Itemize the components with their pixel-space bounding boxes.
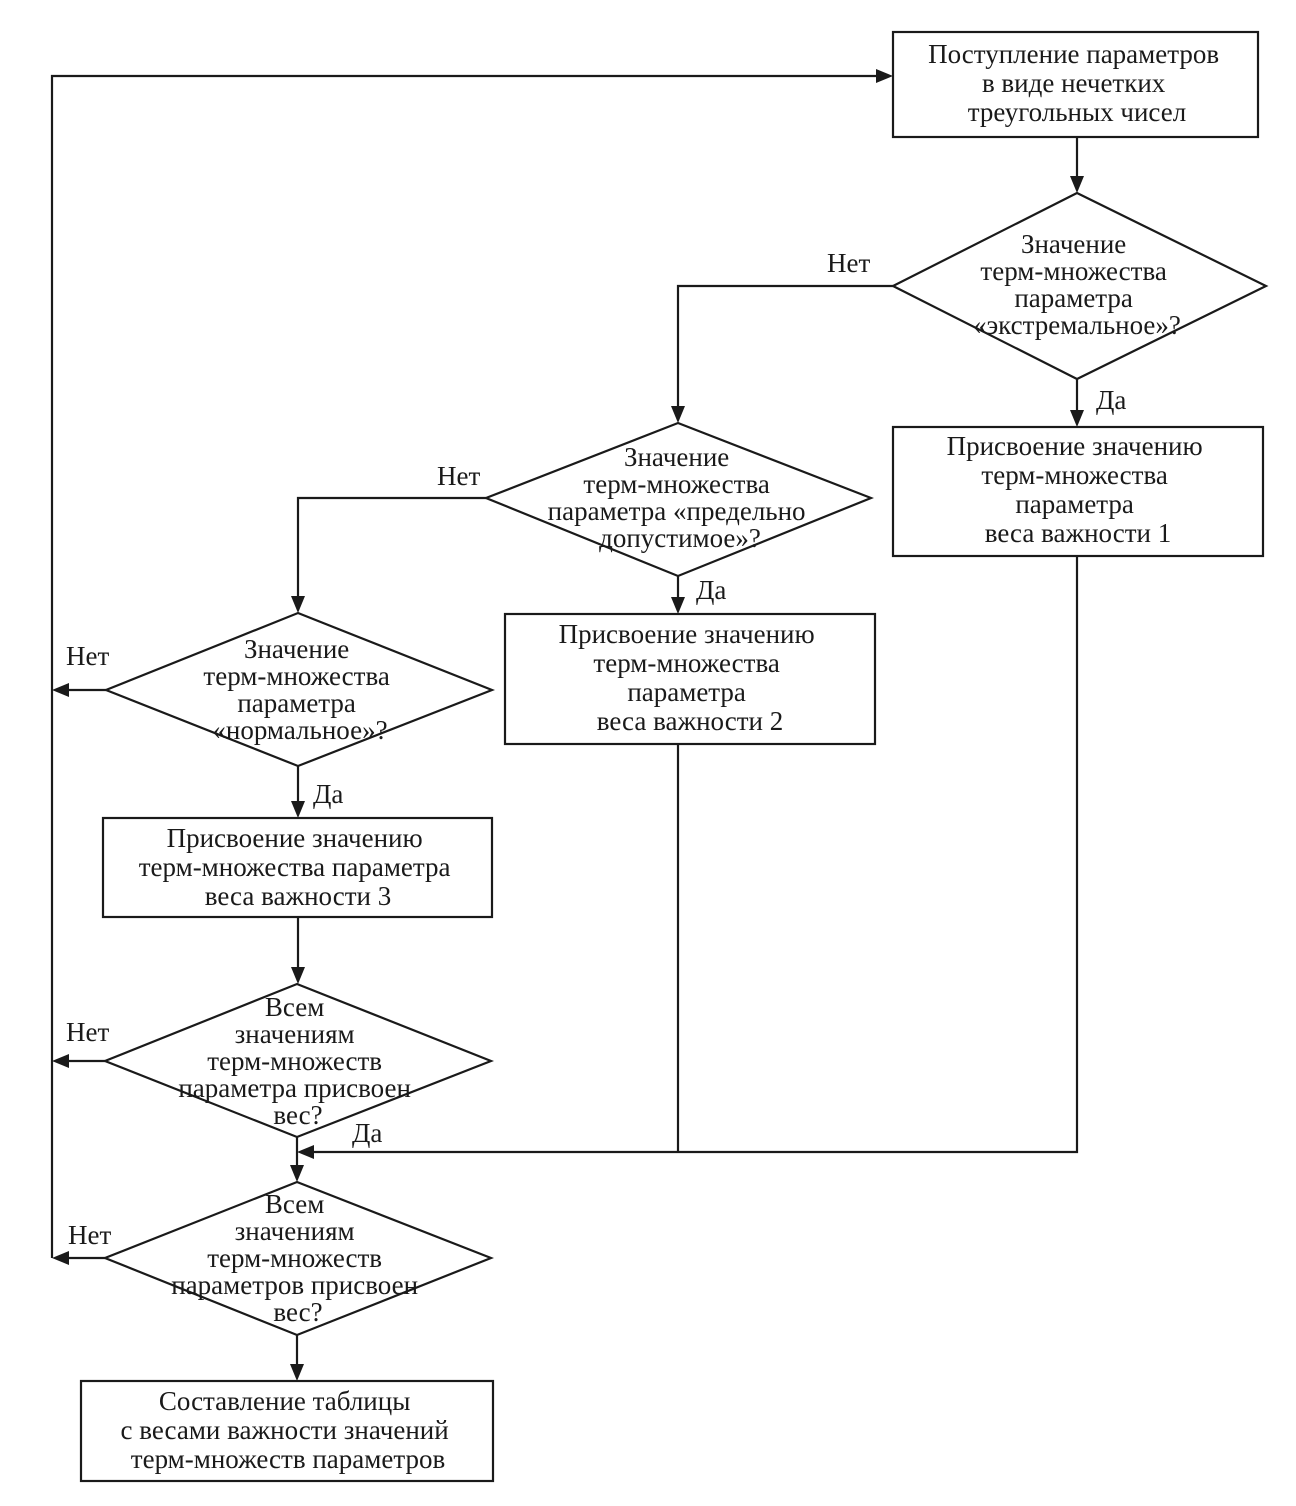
line-limit-no <box>296 496 486 600</box>
arrowhead-down-icon <box>1070 410 1084 427</box>
label-yes-param-weights: Да <box>352 1118 382 1148</box>
start-text: Поступление параметров в виде нечетких т… <box>928 39 1226 127</box>
arrowhead-right-icon <box>876 69 893 83</box>
line-loop-back <box>50 74 880 1258</box>
arrowhead-left-icon <box>52 683 69 697</box>
assign-weight-1-text: Присвоение значению терм-множества парам… <box>947 431 1210 548</box>
decision-param-weights-text: Всем значениям терм-множеств параметра п… <box>178 992 417 1130</box>
arrowhead-down-icon <box>671 597 685 614</box>
line-extreme-no <box>676 284 893 410</box>
label-no-all-weights: Нет <box>68 1220 111 1250</box>
arrowhead-down-icon <box>291 596 305 613</box>
arrowhead-down-icon <box>671 406 685 423</box>
decision-normal-text: Значение терм-множества параметра «норма… <box>203 634 396 745</box>
assign-weight-2-box <box>503 612 877 746</box>
label-no-extreme: Нет <box>827 248 870 278</box>
arrowheads <box>52 69 1084 1381</box>
start-box <box>891 30 1260 139</box>
assign-weight-1-box <box>891 425 1265 558</box>
arrowhead-down-icon <box>291 801 305 818</box>
arrowhead-left-icon <box>52 1054 69 1068</box>
decision-limit-text: Значение терм-множества параметра «преде… <box>548 442 813 553</box>
label-yes-extreme: Да <box>1096 385 1126 415</box>
connectors <box>50 74 1079 1368</box>
label-no-normal: Нет <box>66 641 109 671</box>
label-yes-normal: Да <box>313 779 343 809</box>
result-table-box <box>79 1379 495 1483</box>
result-table-text: Составление таблицы с весами важности зн… <box>121 1386 456 1474</box>
assign-weight-3-box <box>101 816 494 919</box>
label-no-limit: Нет <box>437 461 480 491</box>
arrowhead-down-icon <box>1070 176 1084 193</box>
decision-all-params-weights-text: Всем значениям терм-множеств параметров … <box>171 1189 425 1327</box>
assign-weight-3-text: Присвоение значению терм-множества парам… <box>139 823 458 911</box>
arrowhead-down-icon <box>291 967 305 984</box>
assign-weight-2-text: Присвоение значению терм-множества парам… <box>559 619 822 736</box>
line-weight1-merge <box>311 556 1079 1154</box>
decision-extreme-text: Значение терм-множества параметра «экстр… <box>973 229 1181 340</box>
arrowhead-left-icon <box>297 1145 314 1159</box>
arrowhead-left-icon <box>52 1251 69 1265</box>
label-yes-limit: Да <box>696 575 726 605</box>
label-no-param-weights: Нет <box>66 1017 109 1047</box>
arrowhead-down-icon <box>290 1364 304 1381</box>
arrowhead-down-icon <box>290 1165 304 1182</box>
